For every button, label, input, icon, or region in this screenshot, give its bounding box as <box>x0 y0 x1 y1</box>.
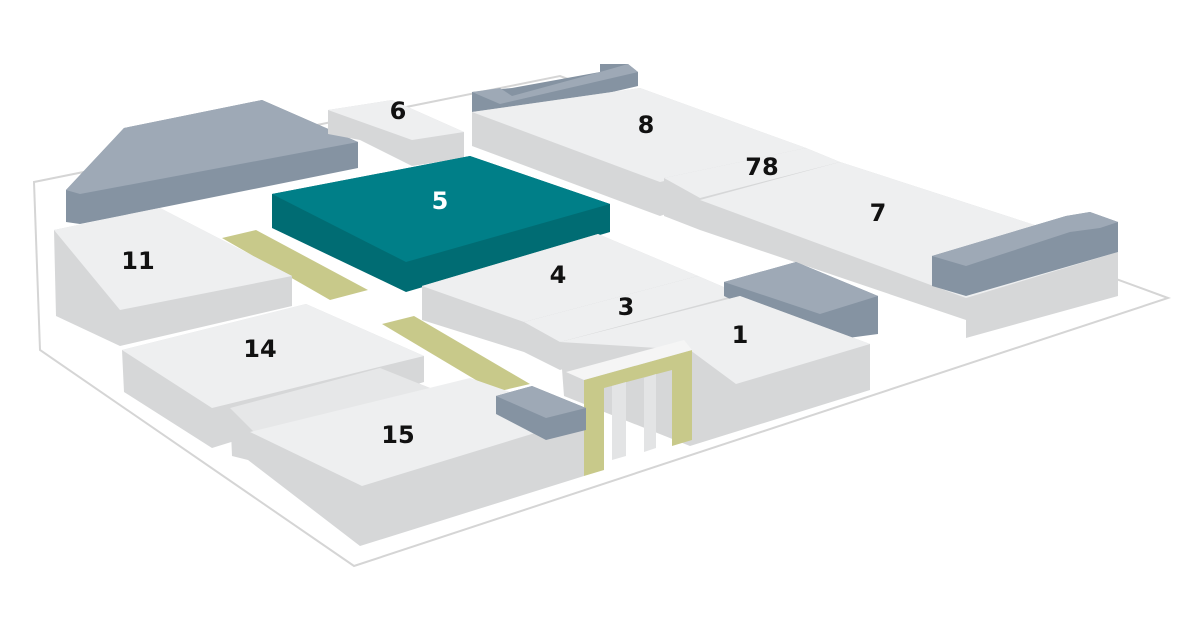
hall-11-label: 11 <box>121 247 154 275</box>
hall-11[interactable]: 11 <box>54 208 292 346</box>
hall-6[interactable]: 6 <box>328 97 464 166</box>
green-areas <box>222 230 530 392</box>
service-building-northwest <box>66 100 358 224</box>
service-building-northeast <box>472 64 638 118</box>
green-area-south <box>382 316 530 392</box>
hall-8-label: 8 <box>638 111 655 139</box>
hall-4[interactable]: 4 <box>422 234 698 352</box>
hall-4-label: 4 <box>550 261 567 289</box>
service-building-east-center <box>724 262 878 342</box>
service-building-south <box>496 386 586 440</box>
green-area-north <box>222 230 368 300</box>
service-building-east <box>932 212 1118 296</box>
hall-3-label: 3 <box>618 293 635 321</box>
hall-5-label: 5 <box>432 187 449 215</box>
hall-14[interactable]: 14 <box>122 304 424 448</box>
hall-78-label: 78 <box>745 153 778 181</box>
hall-6-label: 6 <box>390 97 407 125</box>
main-entrance-gate <box>566 340 692 476</box>
hall-15-label: 15 <box>381 421 414 449</box>
hall-5[interactable]: 5 <box>272 156 610 292</box>
hall-1-label: 1 <box>732 321 749 349</box>
hall-14-label: 14 <box>243 335 276 363</box>
hall-7-label: 7 <box>870 199 887 227</box>
hall-1[interactable]: 1 <box>560 296 870 446</box>
